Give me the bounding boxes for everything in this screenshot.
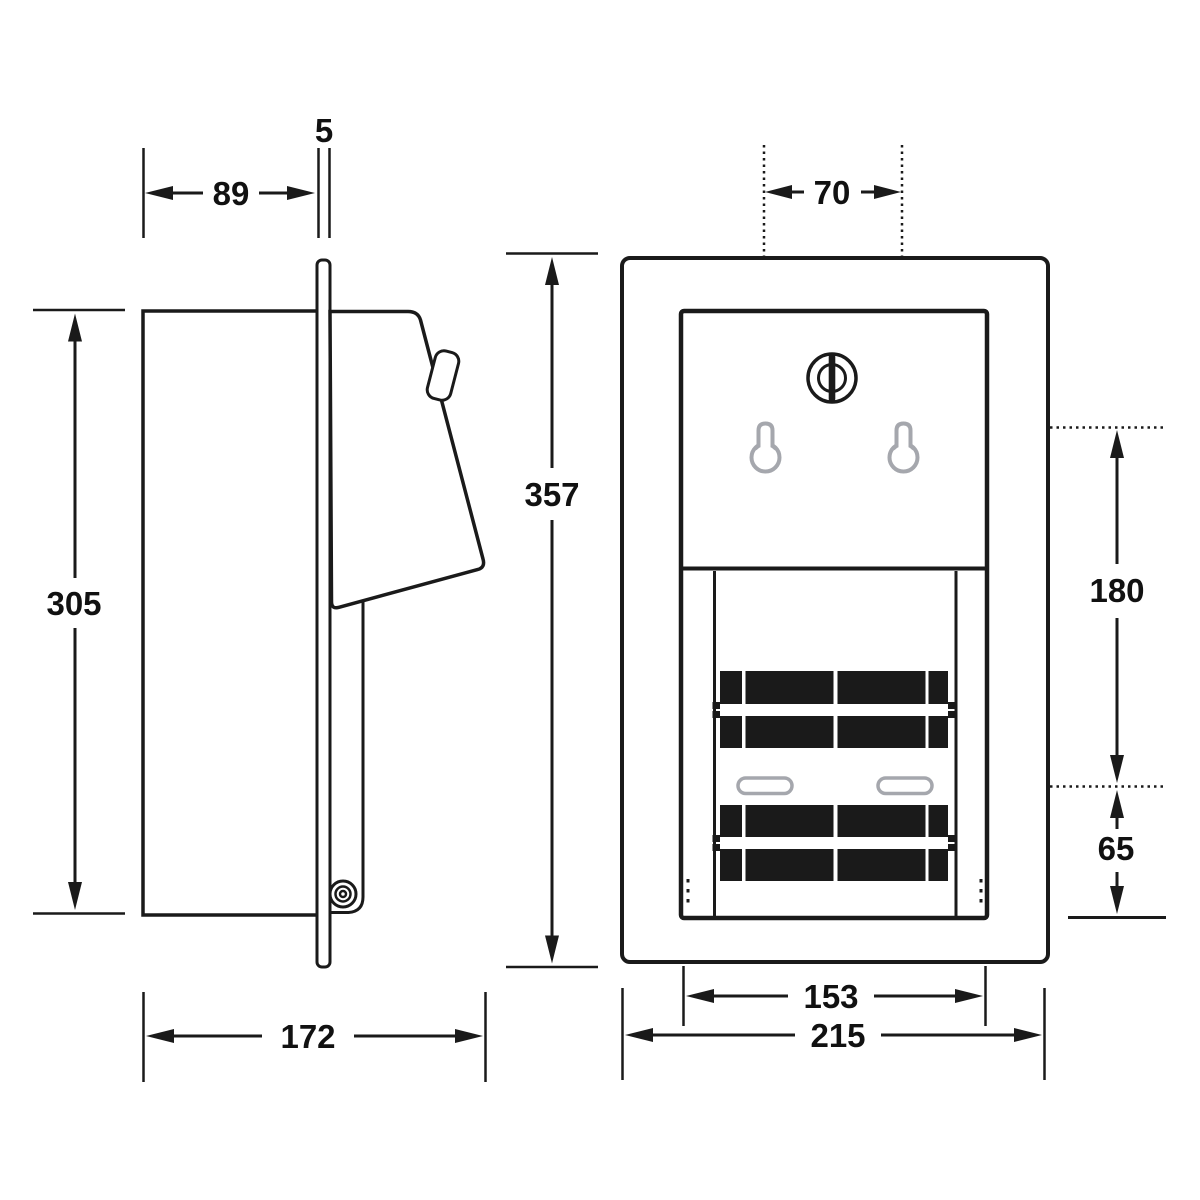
dim-305-label: 305 [46,585,101,622]
side-view [141,258,486,969]
dim-357-label: 357 [524,476,579,513]
dim-153-arrow-right-icon [955,989,983,1003]
side-hinge-pin-icon [338,889,348,899]
side-handle-tab [425,349,461,402]
dim-180-label: 180 [1089,572,1144,609]
dim-65-label: 65 [1098,830,1135,867]
dim-172-arrow-left-icon [146,1029,174,1043]
dim-305-arrow-up-icon [68,313,82,342]
dim-180-arrow-up-icon [1110,430,1124,458]
dim-5-label: 5 [315,112,333,149]
side-body-inner-edge [331,601,365,914]
dim-215-arrow-left-icon [625,1028,653,1042]
upper-roll [712,671,956,748]
dim-215-label: 215 [810,1017,865,1054]
dim-153-label: 153 [803,978,858,1015]
dim-357-arrow-up-icon [545,257,559,285]
dim-89-label: 89 [213,175,250,212]
mounting-keyhole-right-icon [887,421,920,474]
dim-172-arrow-right-icon [455,1029,483,1043]
dim-65-arrow-down-icon [1110,886,1124,914]
dispense-slot-right [876,776,934,796]
dim-172-label: 172 [280,1018,335,1055]
dim-357-arrow-down-icon [545,935,559,964]
dim-70-label: 70 [814,174,851,211]
dispense-slot-left [736,776,794,796]
dim-215-arrow-right-icon [1014,1028,1042,1042]
dim-89-arrow-right-icon [287,186,315,200]
lock-key-slot-icon [828,354,836,402]
dim-305-arrow-down-icon [68,882,82,910]
side-hood-door [328,309,486,610]
side-flange-plate [315,258,332,969]
front-view [620,256,1050,964]
mounting-keyhole-left-icon [749,421,782,474]
dim-65-arrow-up-icon [1110,790,1124,818]
side-cabinet-box [141,309,320,917]
dim-153-arrow-left-icon [686,989,714,1003]
front-view-dimensions: 70 357 180 65 153 [506,145,1166,1080]
dim-70-arrow-right-icon [874,185,901,199]
dim-70-arrow-left-icon [765,185,792,199]
lower-roll [712,805,956,881]
side-view-dimensions: 5 89 305 172 [33,112,487,1082]
dim-180-arrow-down-icon [1110,755,1124,783]
dim-89-arrow-left-icon [145,186,173,200]
